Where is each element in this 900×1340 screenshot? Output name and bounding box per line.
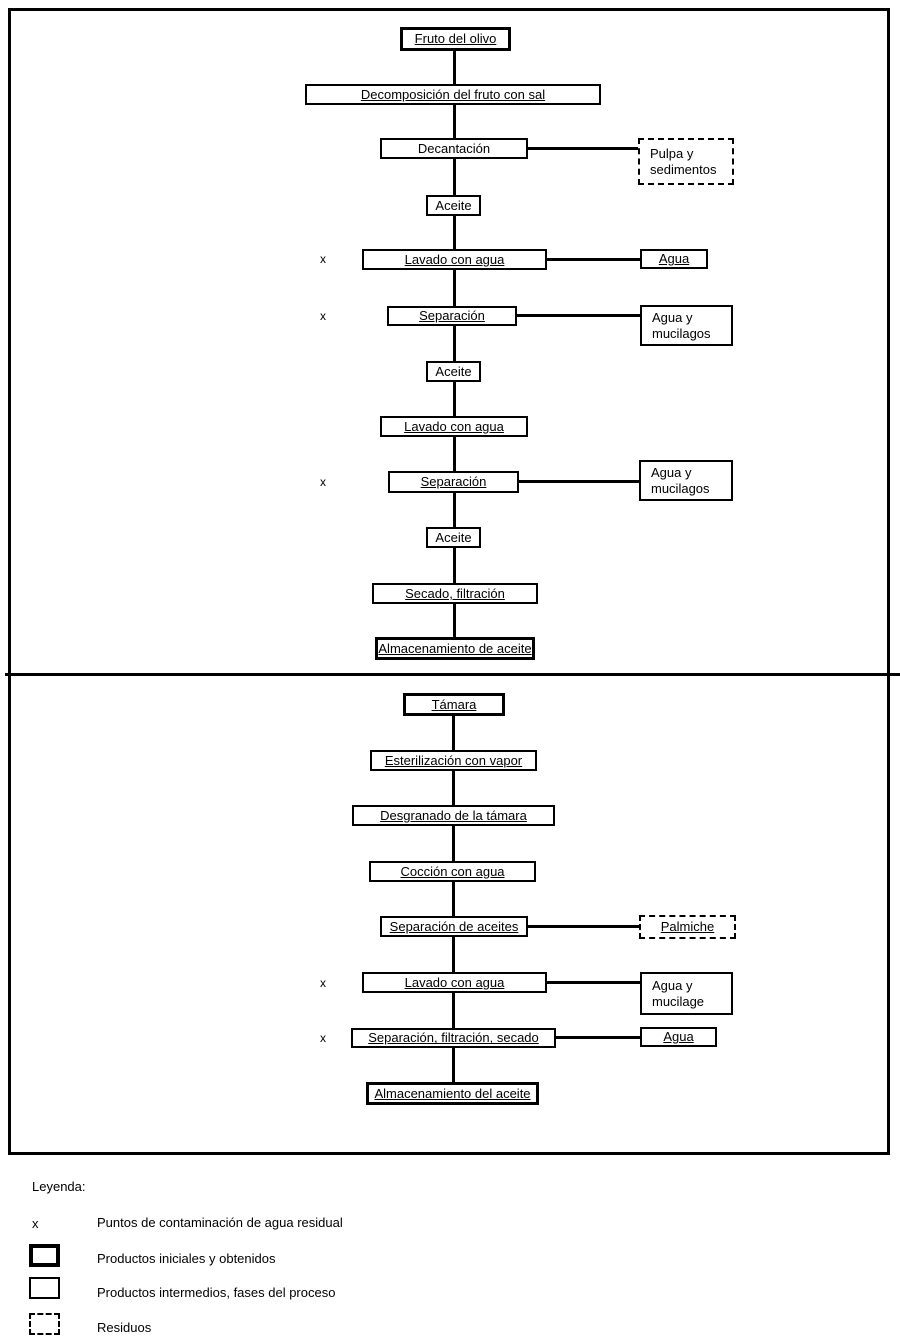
node-esterilizacion-vapor: Esterilización con vapor (370, 750, 537, 771)
contamination-marker: x (320, 475, 326, 489)
node-separacion-de-aceites: Separación de aceites (380, 916, 528, 937)
node-separacion-1: Separación (387, 306, 517, 326)
node-lavado-con-agua-3: Lavado con agua (362, 972, 547, 993)
node-agua-1: Agua (640, 249, 708, 269)
connector-vline (452, 1046, 455, 1084)
contamination-marker: x (320, 976, 326, 990)
connector-hline (526, 147, 640, 150)
node-separacion-filtracion-secado: Separación, filtración, secado (351, 1028, 556, 1048)
legend-x-symbol: x (32, 1216, 39, 1231)
connector-vline (453, 103, 456, 140)
node-agua-mucilagos-1: Agua y mucilagos (640, 305, 733, 346)
node-decomposicion-fruto-sal: Decomposición del fruto con sal (305, 84, 601, 105)
node-aceite-1: Aceite (426, 195, 481, 216)
section-divider (5, 673, 900, 676)
legend-thin-box-swatch (29, 1277, 60, 1299)
node-agua-mucilagos-2: Agua y mucilagos (639, 460, 733, 501)
connector-vline (453, 380, 456, 418)
contamination-marker: x (320, 252, 326, 266)
legend-title: Leyenda: (32, 1179, 86, 1194)
node-palmiche: Palmiche (639, 915, 736, 939)
connector-vline (453, 435, 456, 473)
node-desgranado-tamara: Desgranado de la támara (352, 805, 555, 826)
node-agua-2: Agua (640, 1027, 717, 1047)
connector-vline (452, 824, 455, 863)
node-tamara: Támara (403, 693, 505, 716)
node-lavado-con-agua-2: Lavado con agua (380, 416, 528, 437)
legend-thick-box-swatch (29, 1244, 60, 1267)
connector-vline (453, 324, 456, 363)
legend-label-residuos: Residuos (97, 1320, 152, 1335)
connector-vline (453, 491, 456, 529)
connector-vline (453, 157, 456, 197)
legend-label-productos-intermedios: Productos intermedios, fases del proceso (97, 1285, 336, 1300)
connector-vline (452, 880, 455, 918)
connector-vline (453, 214, 456, 251)
node-agua-mucilage: Agua y mucilage (640, 972, 733, 1015)
legend-dashed-box-swatch (29, 1313, 60, 1335)
connector-hline (545, 981, 642, 984)
connector-vline (453, 602, 456, 639)
node-lavado-con-agua-1: Lavado con agua (362, 249, 547, 270)
node-almacenamiento-de-aceite: Almacenamiento de aceite (375, 637, 535, 660)
node-pulpa-sedimentos: Pulpa y sedimentos (638, 138, 734, 185)
contamination-marker: x (320, 1031, 326, 1045)
connector-hline (526, 925, 641, 928)
flowchart-frame (8, 8, 890, 1155)
connector-vline (452, 714, 455, 752)
connector-vline (453, 49, 456, 86)
connector-vline (452, 991, 455, 1030)
connector-hline (545, 258, 642, 261)
legend-label-contamination: Puntos de contaminación de agua residual (97, 1215, 343, 1230)
node-decantacion: Decantación (380, 138, 528, 159)
contamination-marker: x (320, 309, 326, 323)
node-aceite-3: Aceite (426, 527, 481, 548)
legend-label-productos-iniciales: Productos iniciales y obtenidos (97, 1251, 276, 1266)
node-coccion-con-agua: Cocción con agua (369, 861, 536, 882)
connector-vline (452, 935, 455, 974)
node-aceite-2: Aceite (426, 361, 481, 382)
connector-vline (453, 546, 456, 585)
connector-hline (517, 480, 641, 483)
node-secado-filtracion: Secado, filtración (372, 583, 538, 604)
connector-vline (452, 769, 455, 807)
node-almacenamiento-del-aceite: Almacenamiento del aceite (366, 1082, 539, 1105)
connector-hline (554, 1036, 642, 1039)
node-separacion-2: Separación (388, 471, 519, 493)
connector-hline (515, 314, 642, 317)
node-fruto-del-olivo: Fruto del olivo (400, 27, 511, 51)
connector-vline (453, 268, 456, 308)
